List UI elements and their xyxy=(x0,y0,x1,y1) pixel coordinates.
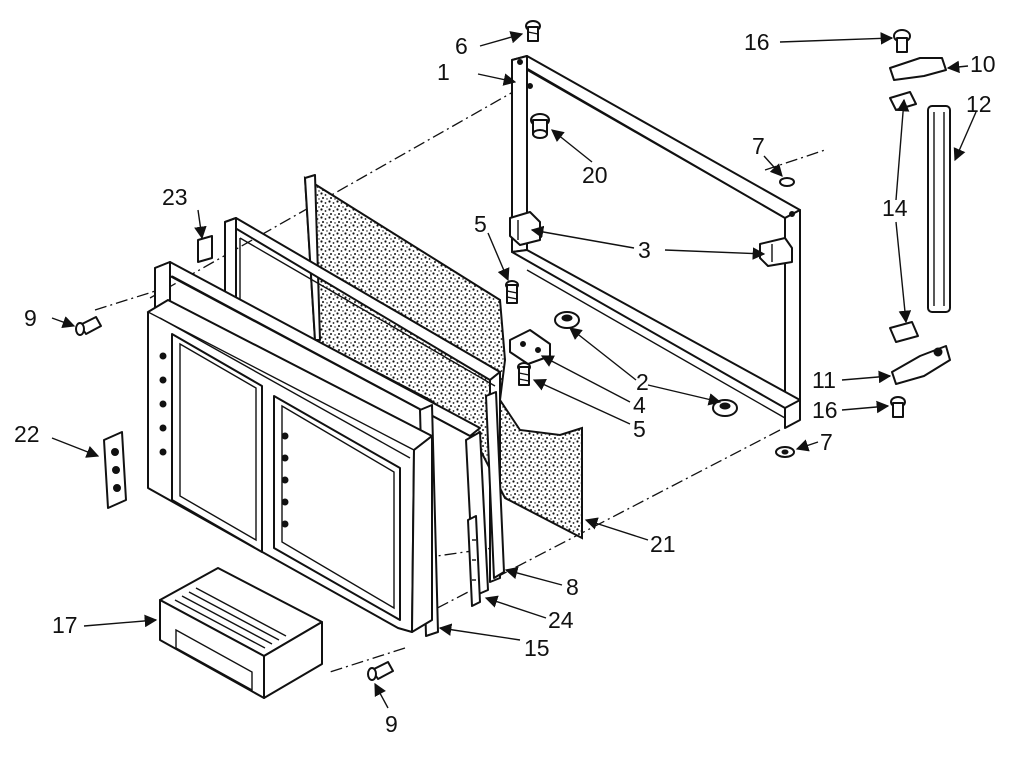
insulation-panel-part xyxy=(303,174,583,540)
callout-10: 10 xyxy=(970,51,996,77)
screw-part xyxy=(505,280,531,386)
callout-17: 17 xyxy=(52,612,78,638)
shelf-bracket-part xyxy=(103,431,127,509)
callout-7-upper: 7 xyxy=(752,133,765,159)
liner-holes xyxy=(159,352,289,528)
plate-part xyxy=(509,329,551,365)
door-stop-part xyxy=(554,311,738,417)
callout-16-lower: 16 xyxy=(812,397,838,423)
callout-20: 20 xyxy=(582,162,608,188)
callout-7-lower: 7 xyxy=(820,429,833,455)
callout-9-bottom: 9 xyxy=(385,711,398,737)
callout-23: 23 xyxy=(162,184,188,210)
hinge-upper-part xyxy=(889,29,947,111)
door-liner-part xyxy=(146,299,434,633)
door-bin-part xyxy=(159,567,323,699)
callout-14: 14 xyxy=(882,195,908,221)
screw-part xyxy=(75,316,394,681)
callout-3: 3 xyxy=(638,237,651,263)
callout-1: 1 xyxy=(437,59,450,85)
handle-part xyxy=(927,105,951,313)
door-frame-part xyxy=(511,55,801,429)
hinge-lower-part xyxy=(889,321,951,418)
callout-21: 21 xyxy=(650,531,676,557)
bushing-part xyxy=(530,113,550,139)
callout-5-upper: 5 xyxy=(474,211,487,237)
callout-8: 8 xyxy=(566,574,579,600)
callout-labels: 1 2 3 4 5 5 6 7 7 8 9 9 10 11 12 14 15 1… xyxy=(14,29,996,737)
callout-9-left: 9 xyxy=(24,305,37,331)
leader-lines xyxy=(51,31,977,709)
callout-6: 6 xyxy=(455,33,468,59)
hinge-bracket-part xyxy=(509,211,793,267)
gasket-part xyxy=(485,391,505,579)
screw-part xyxy=(525,20,541,42)
callout-24: 24 xyxy=(548,607,574,633)
callout-22: 22 xyxy=(14,421,40,447)
callout-5-lower: 5 xyxy=(633,416,646,442)
callout-2: 2 xyxy=(636,369,649,395)
callout-4: 4 xyxy=(633,392,646,418)
callout-12: 12 xyxy=(966,91,992,117)
washer-part xyxy=(775,177,795,458)
callout-16-upper: 16 xyxy=(744,29,770,55)
callout-15: 15 xyxy=(524,635,550,661)
callout-11: 11 xyxy=(812,367,836,393)
